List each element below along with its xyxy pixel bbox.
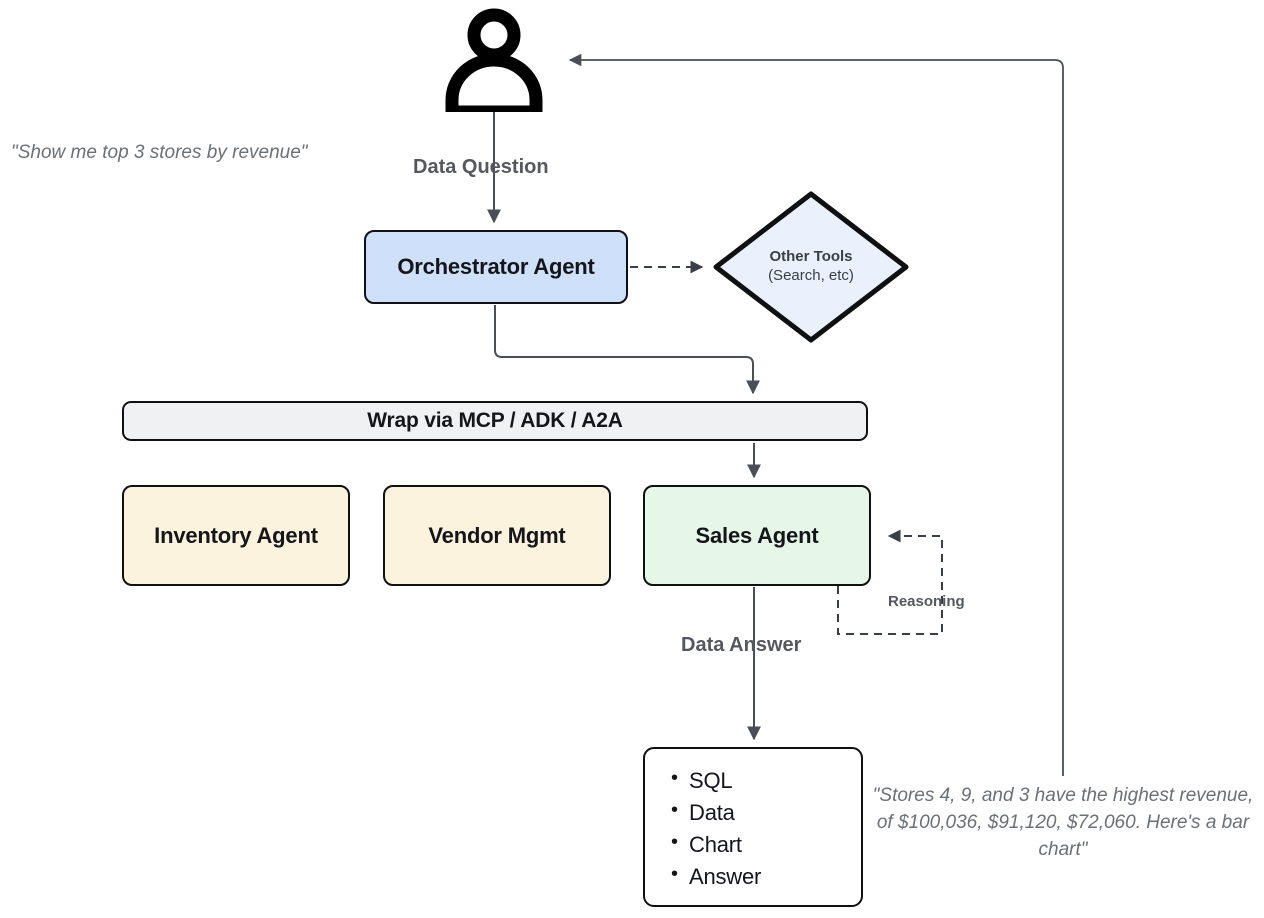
list-item: SQL	[671, 764, 861, 797]
other-tools-subtitle: (Search, etc)	[768, 267, 854, 284]
edge-label-data-question: Data Question	[413, 156, 549, 178]
node-sales-agent[interactable]: Sales Agent	[643, 485, 871, 586]
list-item: Data	[671, 796, 861, 829]
edge-label-reasoning: Reasoning	[888, 593, 965, 610]
user-question-quote: "Show me top 3 stores by revenue"	[11, 142, 308, 163]
node-other-tools[interactable]: Other Tools (Search, etc)	[710, 188, 912, 346]
person-icon	[442, 8, 546, 119]
output-artifact-list: SQL Data Chart Answer	[645, 749, 861, 893]
node-wrap-via-mcp-adk-a2a[interactable]: Wrap via MCP / ADK / A2A	[122, 401, 868, 441]
diamond-shape	[713, 191, 909, 343]
node-inventory-agent[interactable]: Inventory Agent	[122, 485, 350, 586]
edge-label-data-answer: Data Answer	[681, 634, 802, 656]
answer-quote: "Stores 4, 9, and 3 have the highest rev…	[872, 785, 1254, 860]
other-tools-label-group: Other Tools (Search, etc)	[710, 188, 912, 346]
list-item: Answer	[671, 860, 861, 893]
node-output-artifacts[interactable]: SQL Data Chart Answer	[643, 747, 863, 907]
list-item: Chart	[671, 828, 861, 861]
node-vendor-mgmt[interactable]: Vendor Mgmt	[383, 485, 611, 586]
node-orchestrator-agent[interactable]: Orchestrator Agent	[364, 230, 628, 304]
other-tools-title: Other Tools	[769, 248, 853, 266]
